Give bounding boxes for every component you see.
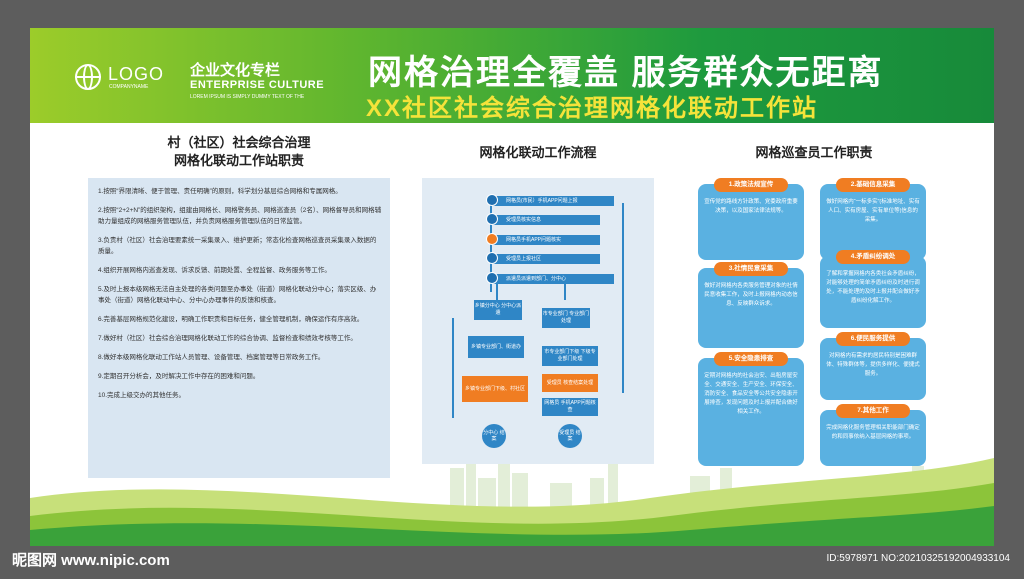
left-title-line2: 网格化联动工作站职责 (173, 153, 304, 168)
flow-connector (490, 198, 492, 292)
flow-end-acceptor: 受理员 结案 (558, 424, 582, 448)
flow-step-4: 受理员上报社区 (486, 252, 600, 264)
duty-card-2-body: 做好网格内“一标多实”(标准地址、实有人口、实有房屋、实有单位等)信息的采集。 (826, 199, 920, 223)
main-title: 网格治理全覆盖 服务群众无距离 (368, 54, 884, 92)
watermark-site: 昵图网 www.nipic.com (12, 552, 170, 569)
flow-box-review: 受理员 核查结案处理 (542, 374, 598, 392)
globe-icon (75, 64, 101, 90)
flow-end-branch: 分中心 结案 (482, 424, 506, 448)
duty-card-1: 1.政策法规宣传 宣传党的路线方针政策、党委政府重要决策，以及国家法律法规等。 (698, 178, 804, 260)
duty-card-4-body: 了解和掌握网格内各类社会矛盾纠纷，对能够处理的简单矛盾纠纷及时进行调处，不能处理… (826, 271, 920, 304)
station-duties-panel: 1.按照“界限清晰、便于管理、责任明确”的原则，科学划分基层综合网格和专属网格。… (88, 178, 390, 478)
flow-connector (496, 284, 498, 300)
poster-board: LOGO COMPANYNAME 企业文化专栏 ENTERPRISE CULTU… (30, 28, 994, 546)
flow-step-5-label: 派遣员派遣到部门、分中心 (506, 276, 567, 282)
flow-step-3-label: 网格员手机APP问题核实 (506, 237, 562, 243)
duty-card-3-head: 3.社情民意采集 (714, 262, 788, 276)
flow-title: 网格化联动工作流程 (479, 145, 597, 160)
duty-card-6-body: 对网格内有需求的居民特别是困难群体、特殊群体等，提供多样化、便捷式服务。 (826, 353, 920, 377)
duty-item: 10.完成上级交办的其他任务。 (98, 392, 186, 399)
flow-step-5: 派遣员派遣到部门、分中心 (486, 272, 614, 284)
flow-box-town-department: 乡镇专业部门、街道办 (468, 336, 524, 358)
flow-connector (622, 203, 624, 393)
culture-title-cn: 企业文化专栏 (190, 62, 281, 79)
duty-card-7-body: 完成网格化服务管理相关职能部门确定的和同事依纳入基层网格的事项。 (826, 425, 920, 440)
duty-item: 8.做好本级网格化联动工作站人员管理、设备管理、档案管理等日常政务工作。 (98, 354, 325, 361)
duty-card-6-head: 6.便民服务提供 (836, 332, 910, 346)
sub-title: XX社区社会综合治理网格化联动工作站 (366, 95, 819, 122)
duty-card-5: 5.安全隐患排查 定期对网格内的社会治安、出租房屋安全、交通安全、生产安全、环保… (698, 352, 804, 466)
flow-connector (564, 284, 566, 300)
logo-subtext: COMPANYNAME (109, 84, 149, 90)
duty-item: 9.定期召开分析会，及时解决工作中存在的困难和问题。 (98, 373, 260, 380)
flow-box-branch-center: 乡镇分中心 分中心派遣 (474, 300, 522, 320)
duty-card-2: 2.基础信息采集 做好网格内“一标多实”(标准地址、实有人口、实有房屋、实有单位… (820, 178, 926, 260)
duty-card-5-head: 5.安全隐患排查 (714, 352, 788, 366)
duty-item: 7.做好村（社区）社会综合治理网格化联动工作的综合协调、监督检查和绩效考核等工作… (98, 335, 357, 342)
flow-step-1-label: 网格员(市民）手机APP问题上报 (506, 198, 578, 204)
duty-card-4-head: 4.矛盾纠纷调处 (836, 250, 910, 264)
flow-box-city-subdepartment: 市专业部门下级 下级专业部门处理 (542, 346, 598, 366)
inspector-title: 网格巡查员工作职责 (755, 145, 873, 160)
duty-card-1-body: 宣传党的路线方针政策、党委政府重要决策，以及国家法律法规等。 (704, 199, 798, 214)
phone-icon (486, 194, 498, 206)
workflow-panel: 网格员(市民）手机APP问题上报 受理员核实信息 网格员手机APP问题核实 受理… (422, 178, 654, 464)
logo-text: LOGO (108, 64, 165, 84)
duty-item: 4.组织开展网格内巡查发现、诉求反馈、前期处置、全程监督、政务服务等工作。 (98, 267, 331, 274)
flow-connector (452, 318, 454, 418)
duty-item: 1.按照“界限清晰、便于管理、责任明确”的原则，科学划分基层综合网格和专属网格。 (98, 188, 342, 195)
flow-box-village: 乡镇专业部门下级、村社区 (462, 376, 528, 402)
left-column-title: 村（社区）社会综合治理 网格化联动工作站职责 (88, 134, 390, 170)
flow-step-4-label: 受理员上报社区 (506, 256, 542, 262)
flow-step-2: 受理员核实信息 (486, 213, 600, 225)
duty-item: 6.完善基层网格规范化建设，明确工作职责和目标任务，健全管理机制，确保运作有序高… (98, 316, 364, 323)
culture-title-en: ENTERPRISE CULTURE (190, 79, 325, 91)
duty-card-6: 6.便民服务提供 对网格内有需求的居民特别是困难群体、特殊群体等，提供多样化、便… (820, 332, 926, 400)
culture-caption: LOREM IPSUM IS SIMPLY DUMMY TEXT OF THE (190, 94, 305, 100)
duty-card-4: 4.矛盾纠纷调处 了解和掌握网格内各类社会矛盾纠纷，对能够处理的简单矛盾纠纷及时… (820, 250, 926, 328)
duty-card-7-head: 7.其他工作 (836, 404, 910, 418)
header-banner: LOGO COMPANYNAME 企业文化专栏 ENTERPRISE CULTU… (30, 28, 994, 123)
duty-card-3: 3.社情民意采集 做好对网格内各类服务管理对象的社情民意收集工作，及时上报网格内… (698, 262, 804, 348)
left-title-line1: 村（社区）社会综合治理 (167, 135, 311, 150)
flow-step-2-label: 受理员核实信息 (506, 217, 542, 223)
user-icon (486, 213, 498, 225)
duty-card-5-body: 定期对网格内的社会治安、出租房屋安全、交通安全、生产安全、环保安全、消防安全、食… (704, 373, 798, 415)
duty-card-2-head: 2.基础信息采集 (836, 178, 910, 192)
watermark-id: ID:5978971 NO:20210325192004933104 (826, 553, 1011, 564)
upload-icon (486, 252, 498, 264)
flow-box-city-department: 市专业部门 专业部门处理 (542, 308, 590, 328)
duty-card-3-body: 做好对网格内各类服务管理对象的社情民意收集工作，及时上报网格内动态信息、反映群众… (704, 283, 798, 307)
flow-step-3: 网格员手机APP问题核实 (486, 233, 600, 245)
flow-step-1: 网格员(市民）手机APP问题上报 (486, 194, 614, 206)
duty-item: 3.负责村（社区）社会治理要素统一采集录入、维护更新；常态化检查网格巡查员采集录… (98, 237, 377, 255)
flow-box-app-review: 网格员 手机APP问题核查 (542, 398, 598, 416)
duty-card-1-head: 1.政策法规宣传 (714, 178, 788, 192)
dispatch-icon (486, 272, 498, 284)
search-icon (486, 233, 498, 245)
duty-card-7: 7.其他工作 完成网格化服务管理相关职能部门确定的和同事依纳入基层网格的事项。 (820, 404, 926, 466)
duty-item: 2.按照“2+2+N”的组织架构，组建由网格长、网格警务员、网格巡查员（2名）、… (98, 207, 382, 225)
duty-item: 5.及时上报本级网格无法自主处理的各类问题至办事处（街道）网格化联动分中心；落实… (98, 286, 377, 304)
